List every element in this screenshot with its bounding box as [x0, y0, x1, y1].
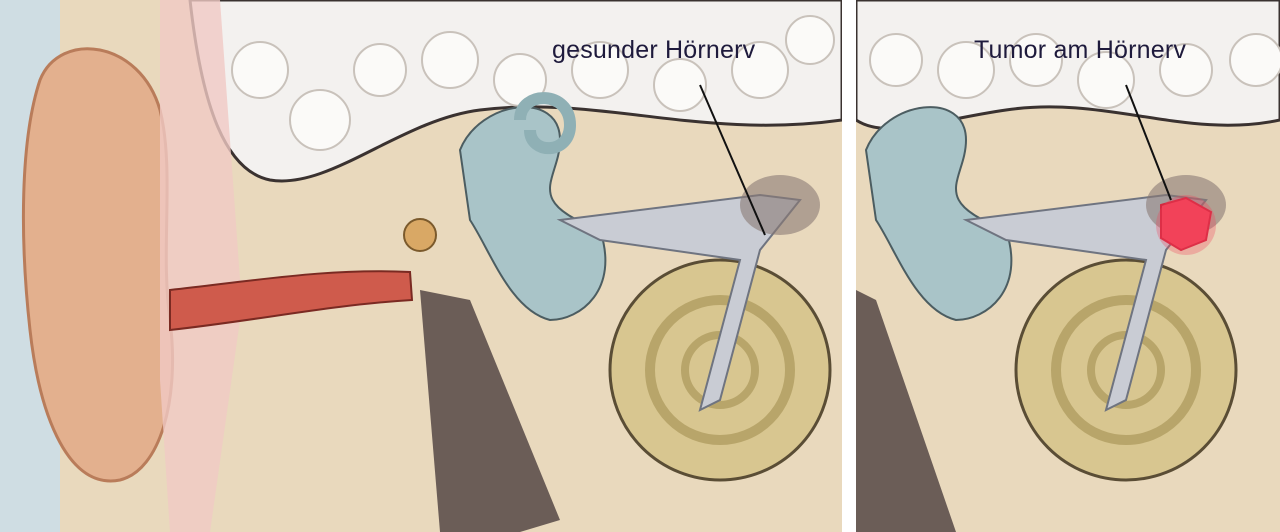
tumor-nerve-panel: Tumor am Hörnerv: [856, 0, 1280, 532]
bone-wall: [420, 290, 560, 532]
healthy-nerve-panel: gesunder Hörnerv: [0, 0, 842, 532]
tumor: [1160, 196, 1213, 252]
bone-wall: [856, 290, 956, 532]
outer-ear: [21, 47, 174, 483]
tumor-nerve-label: Tumor am Hörnerv: [974, 36, 1187, 64]
ossicles: [403, 218, 437, 252]
ear-anatomy-illustration: [0, 0, 842, 532]
healthy-nerve-label: gesunder Hörnerv: [552, 36, 756, 64]
ear-canal-tissue: [160, 0, 410, 532]
label-pointer-line: [1125, 84, 1172, 201]
label-pointer-line: [699, 84, 766, 236]
ear-canal: [169, 270, 414, 332]
internal-auditory-canal: [740, 175, 820, 235]
ear-anatomy-tumor-illustration: [856, 0, 1280, 532]
